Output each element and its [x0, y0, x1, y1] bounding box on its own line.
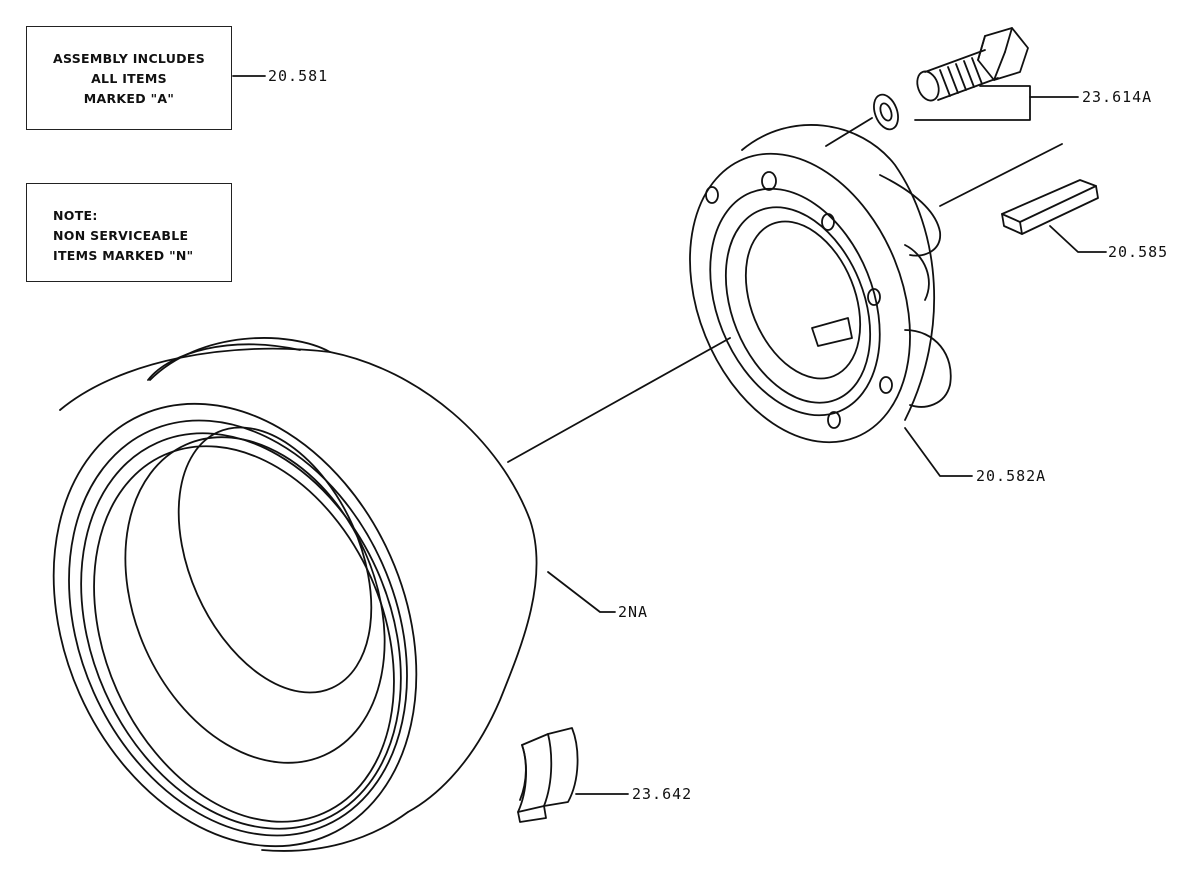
non-serviceable-note-box: NOTE: NON SERVICEABLE ITEMS MARKED "N"	[26, 183, 232, 282]
assembly-axis-lines	[507, 117, 1063, 463]
leader-lines	[232, 75, 1107, 795]
segment	[517, 727, 579, 823]
key	[1001, 179, 1099, 235]
callout-bolt-washer: 23.614A	[1082, 88, 1152, 106]
callout-key: 20.585	[1108, 243, 1168, 261]
bolt	[916, 27, 1029, 102]
assembly-note-box: ASSEMBLY INCLUDES ALL ITEMS MARKED "A"	[26, 26, 232, 130]
note-line-2: NON SERVICEABLE	[53, 228, 189, 243]
hub-flange	[689, 124, 952, 444]
note-line-3: ITEMS MARKED "N"	[53, 248, 194, 263]
assembly-note-line-3: MARKED "A"	[83, 91, 175, 106]
note-heading: NOTE:	[53, 208, 98, 223]
lock-washer	[873, 93, 899, 131]
assembly-note-line-1: ASSEMBLY INCLUDES	[52, 51, 206, 66]
assembly-note-line-2: ALL ITEMS	[91, 71, 167, 86]
brake-drum	[52, 337, 538, 852]
callout-drum: 2NA	[618, 603, 648, 621]
callout-hub-flange: 20.582A	[976, 467, 1046, 485]
callout-segment: 23.642	[632, 785, 692, 803]
callout-assembly: 20.581	[268, 67, 328, 85]
